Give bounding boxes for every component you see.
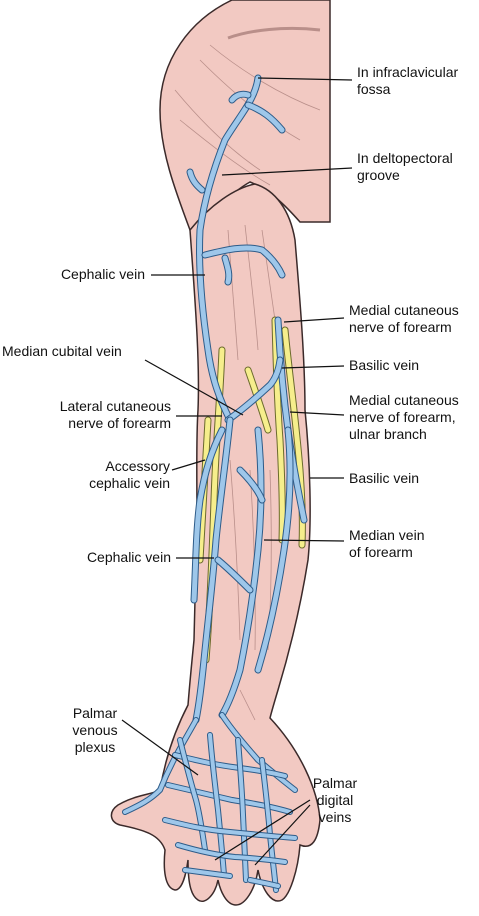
- label-line: veins: [318, 809, 352, 825]
- label-line: In infraclavicular: [357, 64, 459, 80]
- label-line: nerve of forearm,: [349, 409, 456, 425]
- muscle-line: [261, 229, 276, 321]
- median-cubital-vein: [225, 357, 283, 423]
- accessory-cephalic-vein: [191, 427, 225, 603]
- leader-line: [263, 539, 345, 542]
- deltopectoral-branch: [187, 169, 205, 193]
- leader-lines: [121, 77, 353, 866]
- label-line: digital: [316, 792, 354, 808]
- vein-segment: [220, 713, 297, 792]
- label-basilic-upper: Basilic vein: [349, 357, 419, 374]
- muscle-line: [174, 89, 261, 171]
- label-cephalic-lower: Cephalic vein: [20, 549, 171, 566]
- label-median-forearm: Median vein of forearm: [349, 527, 425, 561]
- label-line: nerve of forearm: [68, 415, 171, 431]
- vein-segment: [163, 818, 297, 840]
- vein-segment: [176, 843, 287, 864]
- label-line: ulnar branch: [349, 426, 427, 442]
- label-line: venous: [72, 722, 118, 738]
- leader-line: [281, 365, 345, 369]
- label-line: Palmar: [312, 775, 358, 791]
- label-line: Cephalic vein: [60, 266, 145, 282]
- arm-branch-2: [222, 255, 232, 285]
- vein-segment: [248, 878, 280, 888]
- label-cephalic-upper: Cephalic vein: [20, 266, 145, 283]
- muscle-line: [209, 44, 321, 111]
- medial-cutaneous-nerve: [272, 317, 285, 543]
- label-line: cephalic vein: [89, 475, 170, 491]
- vein-segment: [236, 738, 248, 882]
- label-median-cubital: Median cubital vein: [2, 343, 122, 360]
- arm-branch: [202, 245, 285, 278]
- label-line: of forearm: [349, 544, 413, 560]
- label-deltopectoral: In deltopectoral groove: [357, 150, 453, 184]
- infraclavicular-branch: [245, 102, 285, 133]
- muscle-line: [239, 689, 256, 721]
- leader-line: [283, 317, 345, 323]
- infraclavicular-branch-2: [229, 91, 251, 103]
- leader-line: [171, 459, 206, 471]
- muscle-line: [244, 224, 259, 351]
- median-vein-forearm: [219, 427, 264, 718]
- shoulder-crease: [227, 26, 321, 40]
- vein-segment: [178, 738, 207, 852]
- label-line: plexus: [74, 739, 116, 755]
- forearm-connector: [237, 467, 265, 503]
- cephalic-vein-lower: [193, 417, 233, 723]
- forearm-connector-2: [215, 557, 253, 593]
- label-line: Palmar: [72, 705, 118, 721]
- label-line: nerve of forearm: [349, 319, 452, 335]
- label-line: Median vein: [349, 527, 425, 543]
- leader-line: [254, 804, 311, 866]
- label-infraclavicular: In infraclavicular fossa: [357, 64, 458, 98]
- label-accessory-cephalic: Accessory cephalic vein: [40, 458, 170, 492]
- label-line: fossa: [357, 81, 391, 97]
- label-line: Accessory: [105, 458, 170, 474]
- leader-line: [257, 77, 353, 81]
- basilic-vein-lower: [255, 427, 293, 673]
- leader-line: [144, 359, 244, 416]
- cephalic-vein-upper: [196, 75, 261, 423]
- palmar-venous-plexus: [122, 712, 298, 893]
- leader-line: [289, 411, 345, 416]
- vein-segment: [123, 718, 198, 814]
- leader-line: [214, 799, 311, 861]
- label-line: Medial cutaneous: [349, 392, 459, 408]
- label-medial-cutaneous: Medial cutaneous nerve of forearm: [349, 302, 459, 336]
- leader-line: [221, 167, 353, 176]
- label-line: Medial cutaneous: [349, 302, 459, 318]
- vein-segment: [183, 868, 232, 878]
- label-medial-cutaneous-ulnar: Medial cutaneous nerve of forearm, ulnar…: [349, 392, 459, 443]
- label-lateral-cutaneous: Lateral cutaneous nerve of forearm: [0, 398, 171, 432]
- leader-line: [121, 719, 199, 776]
- label-line: Median cubital vein: [2, 343, 122, 359]
- label-line: Basilic vein: [349, 357, 420, 373]
- label-basilic-lower: Basilic vein: [349, 470, 419, 487]
- vein-segment: [166, 783, 292, 814]
- label-line: Lateral cutaneous: [59, 398, 171, 414]
- label-line: Cephalic vein: [86, 549, 171, 565]
- veins: [186, 74, 308, 724]
- label-palmar-plexus: Palmar venous plexus: [55, 705, 135, 756]
- label-line: In deltopectoral: [357, 150, 453, 166]
- label-line: groove: [357, 167, 400, 183]
- label-palmar-digital: Palmar digital veins: [300, 775, 370, 826]
- muscle-line: [229, 459, 241, 641]
- label-line: Basilic vein: [349, 470, 420, 486]
